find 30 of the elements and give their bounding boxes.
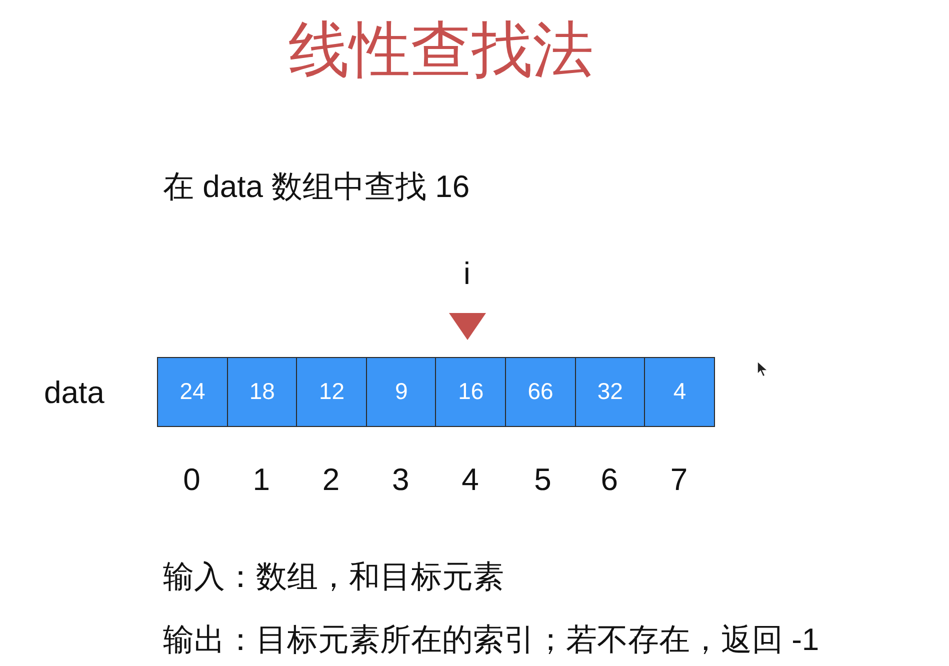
cell-value: 18 xyxy=(249,379,275,405)
cell-value: 66 xyxy=(528,379,554,405)
index-label: 0 xyxy=(183,462,200,498)
index-label: 3 xyxy=(392,462,410,498)
index-label: 2 xyxy=(322,462,340,498)
array-cell xyxy=(435,357,506,427)
array-cell xyxy=(505,357,576,427)
index-label: 4 xyxy=(462,462,479,498)
array-cell xyxy=(157,357,228,427)
cell-value: 24 xyxy=(180,379,206,405)
array-cell xyxy=(366,357,437,427)
array-name: data xyxy=(44,375,104,411)
cell-value: 4 xyxy=(673,379,686,405)
instruction-text: 在 data 数组中查找 16 xyxy=(163,169,470,205)
cell-value: 32 xyxy=(597,379,623,405)
array-cell xyxy=(296,357,368,427)
array-cell xyxy=(574,357,646,427)
array-cell xyxy=(226,357,298,427)
array-cell xyxy=(644,357,716,427)
cell-value: 9 xyxy=(394,379,408,405)
index-label: 7 xyxy=(670,462,688,498)
index-label: 6 xyxy=(600,462,618,498)
cell-value: 12 xyxy=(318,379,345,405)
pointer-label: i xyxy=(464,256,470,292)
cell-value: 16 xyxy=(458,379,484,405)
output-description: 输出：目标元素所在的索引；若不存在，返回 -1 xyxy=(163,622,820,658)
input-description: 输入：数组，和目标元素 xyxy=(163,559,504,595)
index-label: 1 xyxy=(252,462,270,498)
index-label: 5 xyxy=(534,462,552,498)
title: 线性查找法 xyxy=(288,16,594,84)
